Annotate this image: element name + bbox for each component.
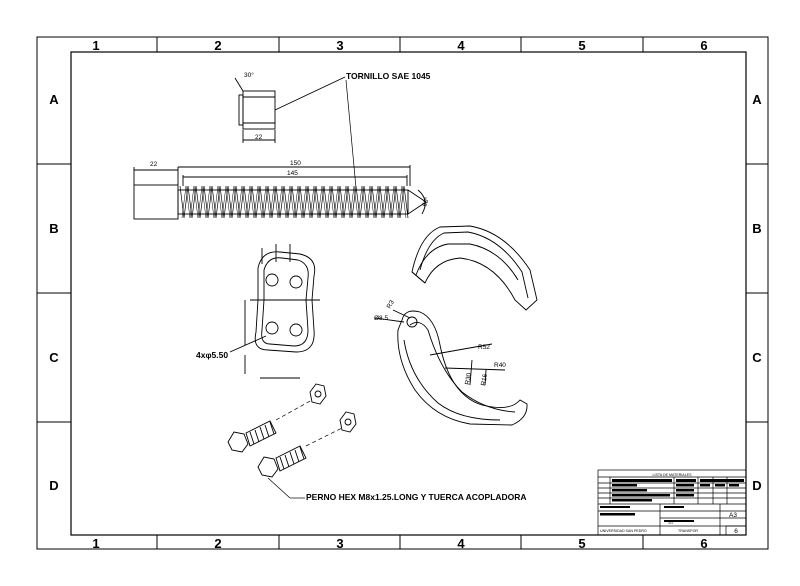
jaw-upper-drawing — [411, 225, 538, 311]
inner-frame — [70, 51, 747, 536]
bolt-label: PERNO HEX M8x1.25.LONG Y TUERCA ACOPLADO… — [306, 492, 527, 502]
row-label-left-a: A — [49, 92, 59, 107]
jaw-hole-diameter: Ø8.5 — [374, 315, 388, 322]
head-length-dimension: 22 — [150, 161, 158, 168]
screw-side-view — [133, 165, 427, 220]
nut-lower-drawing — [339, 411, 357, 433]
col-label-bottom-6: 6 — [700, 536, 707, 551]
thread-length-dimension: 145 — [287, 170, 298, 177]
row-label-left-d: D — [49, 478, 58, 493]
col-label-top-1: 1 — [92, 38, 99, 53]
row-label-right-a: A — [752, 92, 762, 107]
col-label-top-2: 2 — [214, 38, 221, 53]
screw-thread-pattern — [179, 185, 409, 219]
jaw-lower-drawing — [374, 309, 528, 426]
drawing-name-label: TRANSPOR — [678, 529, 698, 533]
col-label-bottom-3: 3 — [336, 536, 343, 551]
jaw-radius-r16: R16 — [480, 373, 489, 386]
row-label-left-b: B — [49, 221, 58, 236]
bolt-leader-line — [267, 477, 291, 499]
holes-callout-label: 4xφ5.50 — [196, 350, 228, 360]
materials-table-title: LISTA DE MATERIALES — [652, 473, 692, 477]
col-label-bottom-4: 4 — [457, 536, 465, 551]
col-label-top-4: 4 — [457, 38, 465, 53]
row-label-right-c: C — [752, 350, 762, 365]
sheet-number-label: 6 — [734, 528, 738, 535]
column-dividers — [156, 37, 644, 549]
col-label-bottom-2: 2 — [214, 536, 221, 551]
title-block — [597, 469, 747, 536]
row-dividers — [37, 163, 768, 423]
total-length-dimension: 150 — [290, 160, 301, 167]
bolt-left-drawing — [227, 420, 277, 453]
jaw-radius-r40: R40 — [494, 362, 506, 369]
angle-top-dimension: 30° — [244, 71, 254, 79]
tip-angle-dimension: 60° — [420, 195, 431, 207]
col-label-bottom-5: 5 — [578, 536, 585, 551]
row-label-right-d: D — [752, 478, 761, 493]
screw-head-detail — [234, 76, 346, 143]
scale-label: 1/1 — [668, 521, 673, 525]
clamp-plate-drawing — [229, 244, 320, 379]
col-label-bottom-1: 1 — [92, 536, 99, 551]
jaw-small-radius: R3 — [386, 299, 396, 310]
screw-material-label: TORNILLO SAE 1045 — [346, 71, 431, 81]
screw-leader-line — [345, 79, 357, 189]
bolt-axis-left — [275, 399, 313, 421]
jaw-radius-r52: R52 — [478, 344, 490, 351]
jaw-radius-r30: R30 — [464, 372, 473, 385]
row-label-right-b: B — [752, 221, 761, 236]
head-width-dimension: 22 — [255, 134, 263, 141]
nut-upper-drawing — [309, 383, 327, 405]
screw-thread-pattern-inner — [181, 185, 407, 219]
university-label: UNIVERSIDAD SAN PEDRO — [600, 529, 647, 533]
bolt-axis-right — [305, 427, 343, 447]
sheet-size-label: A3 — [729, 512, 737, 519]
row-label-left-c: C — [49, 350, 59, 365]
title-block-fills — [600, 479, 744, 522]
col-label-top-3: 3 — [336, 38, 343, 53]
col-label-top-6: 6 — [700, 38, 707, 53]
bolt-right-drawing — [257, 445, 307, 478]
col-label-top-5: 5 — [578, 38, 585, 53]
